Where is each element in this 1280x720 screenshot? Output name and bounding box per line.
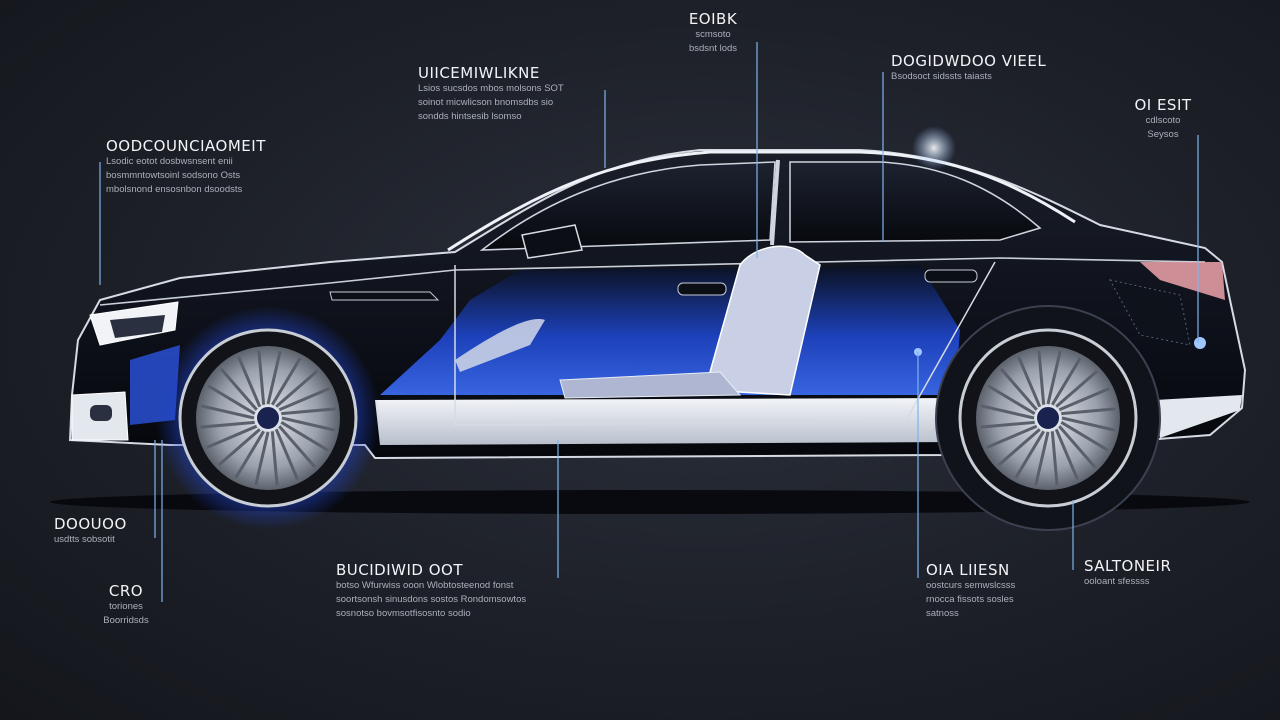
callout-top-center: EOIBK scmsoto bsdsnt lods — [673, 10, 753, 56]
callout-title: OIA LIIESN — [926, 561, 1010, 579]
roof-glow — [912, 126, 956, 170]
wheel-spoke — [1061, 416, 1116, 432]
callout-title: DOOUOO — [54, 515, 127, 533]
front-wheel — [156, 306, 380, 530]
wheel-spoke — [200, 420, 255, 429]
wheel-spoke — [278, 425, 317, 469]
callout-desc-line: toriones — [109, 601, 143, 612]
callout-bottom-left-1: DOOUOO usdtts sobsotit — [54, 515, 127, 547]
wheel-spoke — [281, 416, 336, 432]
wheel-spoke — [200, 404, 255, 420]
wheel-spoke — [271, 357, 302, 406]
wheel-spoke — [1037, 350, 1046, 405]
rear-end — [1109, 262, 1242, 438]
wheel-spoke — [1058, 387, 1110, 412]
callout-top-left: UIICEMIWLIKNE Lsios sucsdos mbos molsons… — [418, 64, 564, 124]
window-glass — [479, 159, 1042, 259]
wheel-spoke — [1051, 357, 1082, 406]
wheel-spoke — [237, 356, 262, 408]
callout-desc-line: oostcurs semwslcsss — [926, 580, 1016, 591]
callout-left: OODCOUNCIAOMEIT Lsodic eotot dosbwsnsent… — [106, 137, 266, 197]
rear-wheel — [935, 305, 1161, 531]
callout-title: OI ESIT — [1134, 96, 1192, 114]
wheel-spoke — [234, 430, 265, 479]
callout-desc-line: bosmmntowtsoinl sodsono Osts — [106, 170, 241, 181]
seat — [455, 245, 821, 399]
wheel-spoke — [1034, 431, 1050, 486]
callout-desc-line: Lsodic eotot dosbwsnsent enii — [106, 156, 233, 167]
callout-bottom-right-2: SALTONEIR ooloant sfessss — [1084, 557, 1171, 589]
wheel-spoke — [281, 407, 336, 416]
ground-shadow — [50, 490, 1250, 514]
wheel-spoke — [280, 421, 329, 452]
callout-desc-line: soinot micwlicson bnomsdbs sio — [418, 97, 554, 108]
wheel-spoke — [217, 428, 261, 467]
wheel-spoke — [1055, 369, 1099, 408]
callout-desc-line: botso Wfurwiss ooon Wlobtosteenod fonst — [336, 580, 514, 591]
callout-desc-line: Seysos — [1147, 129, 1179, 140]
callout-desc-line: satnoss — [926, 608, 959, 619]
rear-sensor-dot — [1194, 337, 1206, 349]
callout-desc-line: Boorridsds — [103, 615, 149, 626]
callout-title: UIICEMIWLIKNE — [418, 64, 540, 82]
wheel-spoke — [257, 350, 266, 405]
callout-title: CRO — [108, 582, 144, 600]
callout-desc-line: cdlscoto — [1145, 115, 1181, 126]
callout-bottom-right-1: OIA LIIESN oostcurs semwslcsss rnocca fi… — [926, 561, 1015, 621]
wheel-spoke — [1014, 430, 1045, 479]
wheel-spoke — [1050, 431, 1059, 486]
callout-bottom-left-2: CRO toriones Boorridsds — [96, 582, 156, 628]
interior-cutaway — [380, 265, 960, 395]
callout-title: BUCIDIWID OOT — [336, 561, 463, 579]
callout-desc-line: soortsonsh sinusdons sostos Rondomsowtos — [336, 594, 527, 605]
wheel-spoke — [1058, 425, 1097, 469]
wheel-spoke — [997, 428, 1041, 467]
callout-desc-line: scmsoto — [695, 29, 731, 40]
wheel-spoke — [1054, 428, 1079, 480]
wheel-spoke — [207, 384, 256, 415]
wheel-spoke — [1017, 356, 1042, 408]
callout-title: SALTONEIR — [1084, 557, 1172, 575]
callout-bottom-center: BUCIDIWID OOT botso Wfurwiss ooon Wlobto… — [336, 561, 526, 621]
callout-desc-line: mbolsnond ensosnbon dsoodsts — [106, 184, 243, 195]
wheel-spoke — [986, 424, 1038, 449]
wheel-spoke — [1046, 350, 1062, 405]
callout-desc-line: rnocca fissots sosles — [926, 594, 1014, 605]
callout-desc-line: Lsios sucsdos mbos molsons SOT — [418, 83, 564, 94]
callout-desc-line: sosnotso bovmsotfisosnto sodio — [336, 608, 471, 619]
wheel-spoke — [278, 387, 330, 412]
wheel-spoke — [1060, 421, 1109, 452]
door-sill — [329, 261, 996, 445]
callout-desc-line: ooloant sfessss — [1084, 576, 1150, 587]
callout-desc-line: bsdsnt lods — [688, 43, 738, 54]
wheel-spoke — [206, 424, 258, 449]
wheel-spoke — [999, 367, 1038, 411]
wheel-spoke — [254, 431, 270, 486]
wheel-spoke — [987, 384, 1036, 415]
wheel-spoke — [980, 420, 1035, 429]
wheel-spoke — [219, 367, 258, 411]
wheel-spoke — [270, 431, 279, 486]
callout-far-right: OI ESIT cdlscoto Seysos — [1128, 96, 1198, 142]
callout-title: DOGIDWDOO VIEEL — [891, 52, 1047, 70]
callout-title: OODCOUNCIAOMEIT — [106, 137, 266, 155]
callout-desc-line: usdtts sobsotit — [54, 534, 115, 545]
callout-top-right: DOGIDWDOO VIEEL Bsodsoct sidssts taiasts — [891, 52, 1046, 84]
callout-title: EOIBK — [688, 10, 738, 28]
wheel-spoke — [274, 428, 299, 480]
wheel-spoke — [266, 350, 282, 405]
wheel-spoke — [275, 369, 319, 408]
leader-lines — [99, 42, 1199, 602]
callout-desc-line: Bsodsoct sidssts taiasts — [891, 71, 992, 82]
wheel-spoke — [1061, 407, 1116, 416]
callout-desc-line: sondds hintsesib lsomso — [418, 111, 522, 122]
wheel-spoke — [980, 404, 1035, 420]
